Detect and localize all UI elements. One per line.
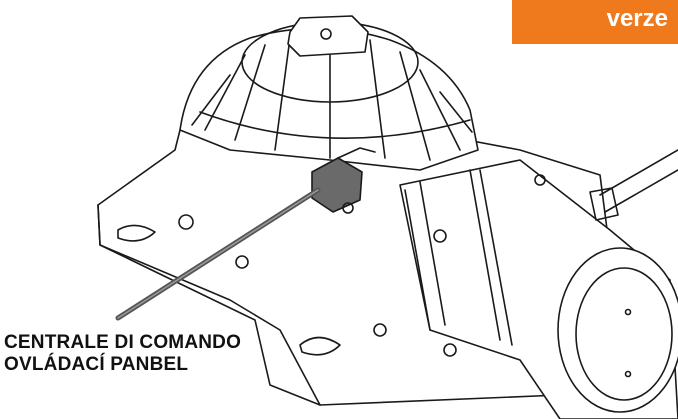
motor-flange — [404, 169, 513, 346]
callout-line-czech: OVLÁDACÍ PANBEL — [4, 354, 189, 375]
control-cable-highlight — [117, 189, 319, 319]
base-slot-right — [299, 336, 341, 356]
connector-wire-top — [337, 147, 376, 159]
callout-line-italian: CENTRALE DI COMANDO — [4, 332, 242, 353]
base-bolt-1 — [178, 214, 194, 230]
base-slot — [117, 224, 156, 242]
flange-bolt-1 — [433, 229, 447, 243]
version-badge-label: verze — [606, 5, 668, 32]
top-cap — [287, 15, 369, 57]
output-shaft — [599, 149, 678, 213]
base-bolt-2 — [235, 255, 249, 269]
shaft-collar — [589, 187, 619, 221]
base-bolt-3 — [373, 323, 387, 337]
base-plate-edge — [97, 204, 321, 406]
motor-end-inner — [575, 267, 673, 401]
motor-screw-bottom — [624, 370, 632, 378]
base-bolt-4 — [534, 174, 546, 186]
top-cap-bolt — [320, 28, 332, 40]
version-badge: verze — [512, 0, 678, 44]
control-unit-callout: CENTRALE DI COMANDO OVLÁDACÍ PANBEL — [4, 332, 241, 376]
dome-ring — [199, 111, 471, 139]
motor-screw-top — [624, 308, 632, 316]
flange-bolt-2 — [443, 343, 457, 357]
dome-ribs — [191, 35, 473, 161]
connector-screw — [342, 202, 354, 214]
